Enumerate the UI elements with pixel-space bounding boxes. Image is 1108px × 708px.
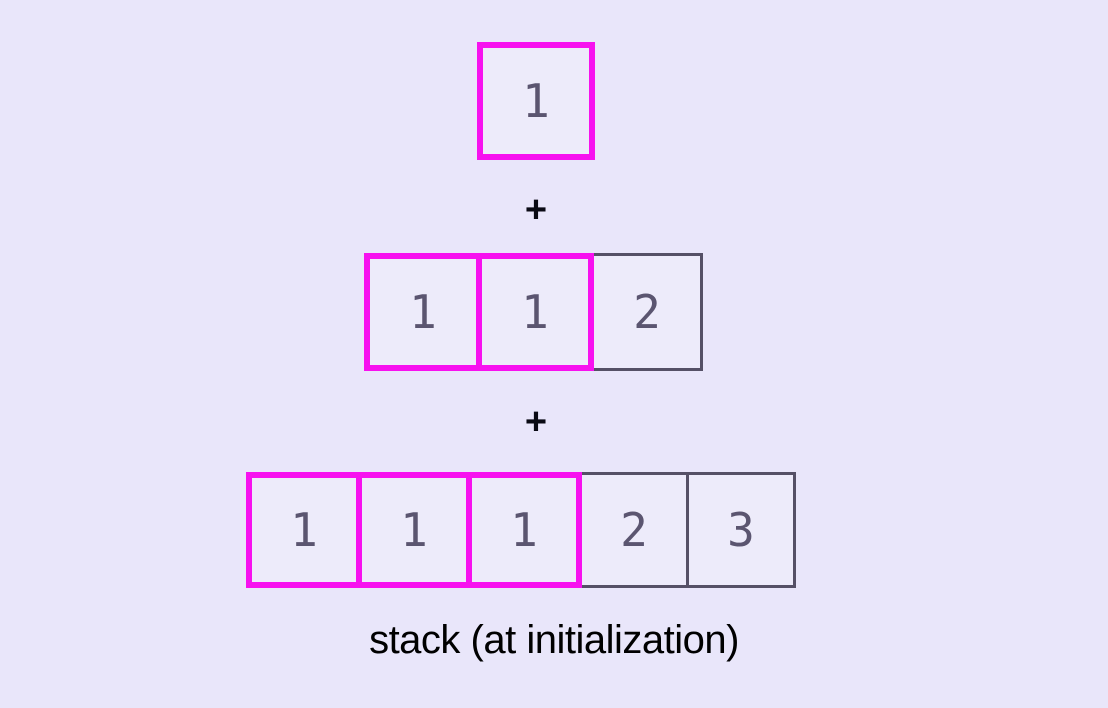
normal-cell-group: 2 3 bbox=[582, 472, 796, 588]
plus-operator: + bbox=[524, 189, 548, 231]
stack-row-3: 1 1 1 2 3 bbox=[246, 472, 796, 588]
highlighted-cell-group: 1 bbox=[477, 42, 595, 160]
plus-operator: + bbox=[524, 401, 548, 443]
stack-cell: 1 bbox=[362, 478, 466, 582]
stack-cell: 1 bbox=[482, 259, 588, 365]
stack-cell: 3 bbox=[689, 475, 793, 585]
normal-cell-group: 2 bbox=[594, 253, 703, 371]
highlighted-cell-group: 1 1 1 bbox=[246, 472, 582, 588]
stack-cell: 2 bbox=[582, 475, 686, 585]
stack-cell: 1 bbox=[252, 478, 356, 582]
stack-cell: 1 bbox=[472, 478, 576, 582]
stack-row-2: 1 1 2 bbox=[364, 253, 703, 371]
stack-row-1: 1 bbox=[477, 42, 595, 160]
stack-cell: 1 bbox=[370, 259, 476, 365]
highlighted-cell-group: 1 1 bbox=[364, 253, 594, 371]
stack-cell: 1 bbox=[483, 48, 589, 154]
diagram-caption: stack (at initialization) bbox=[369, 618, 739, 662]
stack-cell: 2 bbox=[594, 256, 700, 368]
